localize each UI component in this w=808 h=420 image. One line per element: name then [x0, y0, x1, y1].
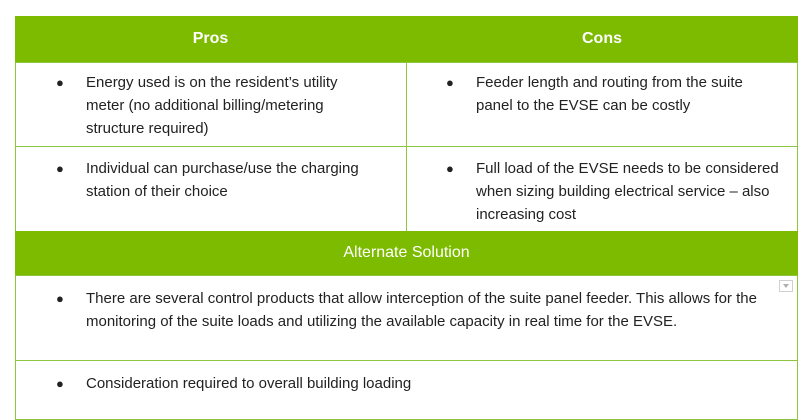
bullet-icon: ● — [446, 161, 454, 176]
table-header: Pros Cons — [15, 16, 798, 62]
table-row-1-con-cell: ● Feeder length and routing from the sui… — [406, 62, 798, 147]
table-row-1-pro-cell: ● Energy used is on the resident’s utili… — [15, 62, 407, 147]
bullet-icon: ● — [446, 75, 454, 90]
alternate-item-2-cell: ● Consideration required to overall buil… — [15, 360, 798, 420]
alternate-item-text: Consideration required to overall buildi… — [86, 375, 412, 392]
dropdown-arrow-icon[interactable] — [779, 280, 793, 292]
bullet-icon: ● — [56, 376, 64, 391]
pros-header: Pros — [192, 30, 229, 47]
pro-text: Energy used is on the resident’s utility… — [86, 74, 338, 137]
alternate-item-text: There are several control products that … — [86, 290, 757, 330]
alternate-item-1-cell: ● There are several control products tha… — [15, 275, 798, 361]
bullet-icon: ● — [56, 291, 64, 306]
bullet-icon: ● — [56, 161, 64, 176]
pro-text: Individual can purchase/use the charging… — [86, 160, 359, 200]
pros-cons-table: Pros Cons ● Energy used is on the reside… — [15, 16, 798, 420]
cons-header: Cons — [582, 30, 622, 47]
table-row-2-pro-cell: ● Individual can purchase/use the chargi… — [15, 146, 407, 232]
con-text: Feeder length and routing from the suite… — [476, 74, 743, 114]
con-text: Full load of the EVSE needs to be consid… — [476, 160, 779, 223]
bullet-icon: ● — [56, 75, 64, 90]
table-row-2-con-cell: ● Full load of the EVSE needs to be cons… — [406, 146, 798, 232]
alternate-solution-header: Alternate Solution — [15, 231, 798, 275]
alternate-solution-title: Alternate Solution — [343, 244, 470, 261]
